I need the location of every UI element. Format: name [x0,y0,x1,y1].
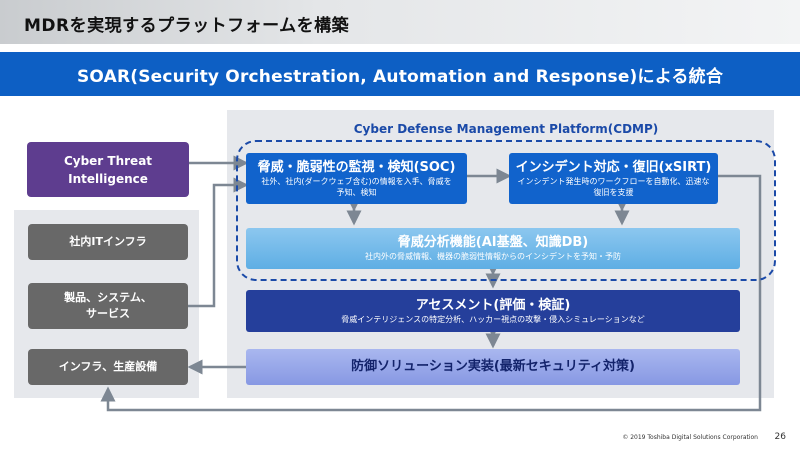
cti-line1: Cyber Threat [63,153,153,168]
copyright: © 2019 Toshiba Digital Solutions Corpora… [622,434,758,441]
products-systems-line2: サービス [86,307,130,320]
internal-it-infra-label: 社内ITインフラ [69,235,147,248]
soar-banner: SOAR(Security Orchestration, Automation … [0,52,800,96]
soc-title: 脅威・脆弱性の監視・検知(SOC) [257,159,456,175]
defense-title: 防御ソリューション実装(最新セキュリティ対策) [351,359,635,374]
assessment-description: 脅威インテリジェンスの特定分析、ハッカー視点の攻撃・侵入シミュレーションなど [341,314,645,324]
products-systems-line1: 製品、システム、 [64,291,152,304]
infra-facility-label: インフラ、生産設備 [58,360,158,373]
products-systems-box: 製品、システム、 サービス [28,283,188,329]
infra-facility-box: インフラ、生産設備 [28,349,188,385]
threat-analysis-title: 脅威分析機能(AI基盤、知識DB) [397,235,589,250]
internal-it-infra-box: 社内ITインフラ [28,224,188,260]
banner-text: SOAR(Security Orchestration, Automation … [76,66,724,87]
sirt-description-2: 復旧を支援 [593,187,634,197]
soc-description-1: 社外、社内(ダークウェブ含む)の情報を入手、脅威を [261,176,452,186]
page-number: 26 [774,432,786,442]
cti-line2: Intelligence [68,171,148,186]
title-bar [0,0,800,44]
cdmp-group-border [236,140,776,281]
threat-analysis-description: 社内外の脅威情報、機器の脆弱性情報からのインシデントを予知・予防 [365,252,621,261]
sirt-description-1: インシデント発生時のワークフローを自動化、迅速な [517,176,710,186]
threat-analysis-box: 脅威分析機能(AI基盤、知識DB) 社内外の脅威情報、機器の脆弱性情報からのイン… [246,228,740,269]
xsirt-box: インシデント対応・復旧(xSIRT) インシデント発生時のワークフローを自動化、… [509,153,718,204]
defense-solution-box: 防御ソリューション実装(最新セキュリティ対策) [246,349,740,385]
soc-description-2: 予知、検知 [336,187,377,197]
arrow-sirt-loop [100,174,762,412]
soc-box: 脅威・脆弱性の監視・検知(SOC) 社外、社内(ダークウェブ含む)の情報を入手、… [246,153,467,204]
cdmp-label: Cyber Defense Management Platform(CDMP) [353,122,659,136]
arrow-product-to-soc [188,177,249,308]
sirt-title: インシデント対応・復旧(xSIRT) [515,159,712,175]
page-title: MDRを実現するプラットフォームを構築 [24,16,350,36]
cyber-threat-intelligence-box: Cyber Threat Intelligence [27,142,189,197]
assessment-box: アセスメント(評価・検証) 脅威インテリジェンスの特定分析、ハッカー視点の攻撃・… [246,290,740,332]
assessment-title: アセスメント(評価・検証) [415,297,571,313]
